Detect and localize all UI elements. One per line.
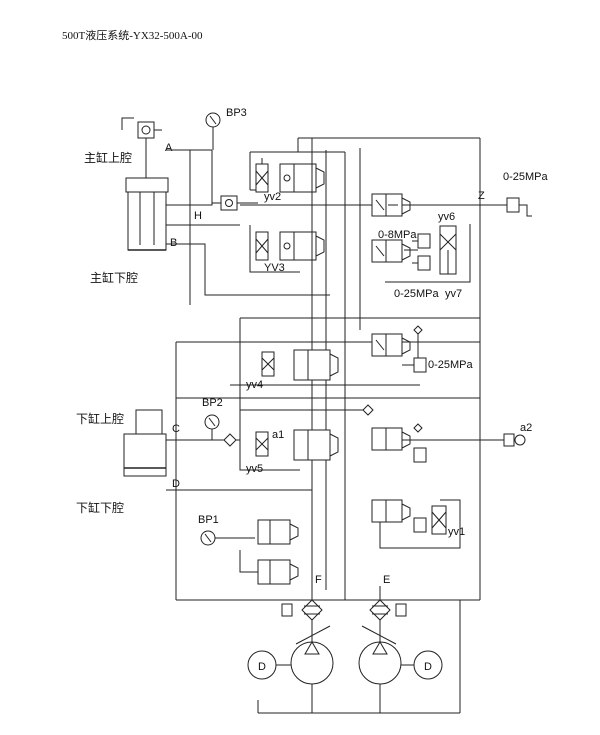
valve-yv4-label: yv4 — [246, 379, 263, 391]
main-lower-label: 主缸下腔 — [90, 270, 138, 285]
main-cylinder — [125, 177, 169, 251]
eject-cylinder — [123, 409, 167, 477]
port-b-label: B — [170, 237, 177, 249]
valve-a1-label: a1 — [272, 429, 284, 441]
gauge-bp1 — [200, 530, 216, 546]
valve-yv1 — [371, 499, 461, 549]
valve-yv3 — [249, 225, 325, 273]
gauge-bp2-label: BP2 — [202, 397, 223, 409]
motor-left-label: D — [258, 661, 266, 673]
relief-valve-mid — [402, 325, 427, 373]
gauge-bp3-label: BP3 — [226, 107, 247, 119]
valve-yv1-label: yv1 — [448, 526, 465, 538]
eject-upper-label: 下缸上腔 — [76, 411, 124, 426]
gauge-bp2 — [204, 414, 220, 440]
filter-left — [281, 599, 323, 621]
valve-yv5-label: yv5 — [246, 463, 263, 475]
diagram-title: 500T液压系统-YX32-500A-00 — [62, 30, 203, 42]
valve-yv7-label: yv7 — [445, 288, 462, 300]
valve-yv3-label: YV3 — [264, 262, 285, 274]
pressure-8mpa-label: 0-8MPa — [378, 229, 417, 241]
port-z-label: Z — [478, 190, 485, 202]
valve-yv2 — [249, 152, 325, 193]
directional-valve-mid — [371, 333, 411, 357]
port-h-label: H — [194, 210, 202, 222]
main-upper-label: 主缸上腔 — [84, 150, 132, 165]
motor-right-icon: D — [401, 650, 443, 680]
gauge-bp1-label: BP1 — [198, 514, 219, 526]
valve-yv4 — [261, 349, 339, 381]
pressure-yv7-label: 0-25MPa — [394, 288, 440, 300]
motor-left-icon: D — [247, 650, 291, 680]
valve-a2-label: a2 — [520, 422, 532, 434]
filter-diamond — [362, 404, 374, 416]
port-e-label: E — [383, 574, 390, 586]
pump-right — [358, 620, 402, 713]
valve-yv5 — [255, 429, 339, 461]
motor-right-label: D — [424, 661, 432, 673]
check-c-icon — [223, 433, 237, 447]
pressure-mid-label: 0-25MPa — [428, 359, 474, 371]
valve-yv2-label: yv2 — [264, 191, 281, 203]
pump-left — [290, 620, 334, 713]
eject-lower-label: 下缸下腔 — [76, 500, 124, 515]
valve-yv6-yv7 — [385, 224, 471, 283]
relief-valve-z — [500, 197, 532, 217]
directional-valve-8mpa — [371, 239, 411, 263]
gauge-bp3 — [205, 112, 221, 150]
valve-yv6-label: yv6 — [438, 211, 455, 223]
pump-relief-upper — [257, 519, 299, 545]
directional-valve-a2 — [371, 423, 526, 463]
prefill-valve — [121, 117, 162, 178]
pressure-z-label: 0-25MPa — [503, 171, 549, 183]
port-f-label: F — [315, 574, 322, 586]
directional-valve-z — [371, 193, 411, 217]
check-valve-h — [211, 180, 258, 211]
filter-right — [369, 599, 407, 621]
port-a-label: A — [165, 142, 173, 154]
pump-relief-lower — [257, 559, 299, 585]
